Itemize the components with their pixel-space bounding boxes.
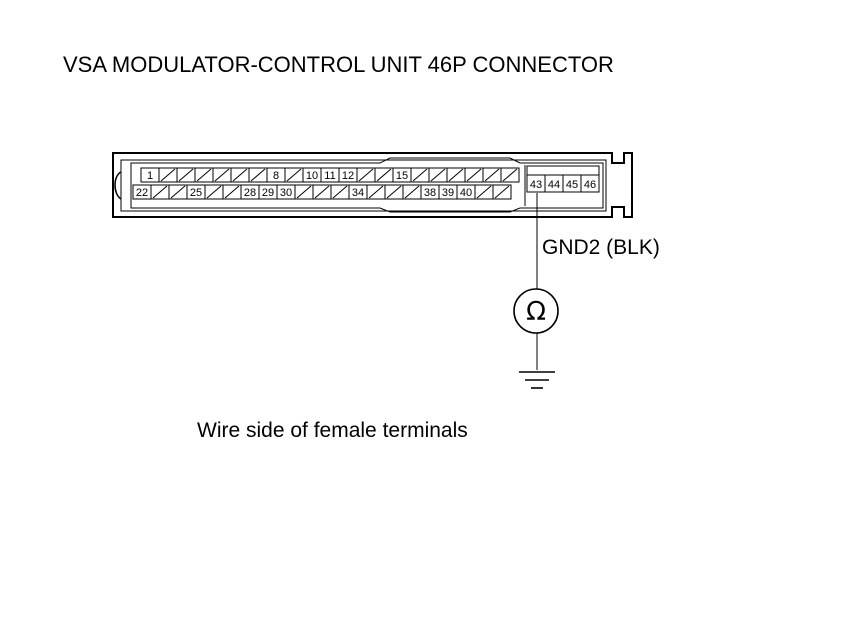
terminal-cavity-empty xyxy=(356,167,376,183)
terminal-28: 28 xyxy=(240,184,260,200)
terminal-cavity-empty xyxy=(374,167,394,183)
terminal-12: 12 xyxy=(338,167,358,183)
terminal-15: 15 xyxy=(392,167,412,183)
connector-bottom-row: 22 25 28 29 30 34 38 39 40 xyxy=(132,184,512,200)
terminal-number: 44 xyxy=(548,179,560,191)
terminal-cavity-empty xyxy=(482,167,502,183)
terminal-cavity-empty xyxy=(464,167,484,183)
connector-top-row: 1 8 10 11 12 15 xyxy=(140,167,520,183)
terminal-29: 29 xyxy=(258,184,278,200)
ohmmeter-symbol: Ω xyxy=(526,297,546,327)
connector-right-block: 43 44 45 46 xyxy=(526,165,600,193)
terminal-number: 43 xyxy=(530,179,542,191)
terminal-number: 25 xyxy=(190,187,202,199)
terminal-39: 39 xyxy=(438,184,458,200)
terminal-cavity-empty xyxy=(158,167,178,183)
terminal-1: 1 xyxy=(140,167,160,183)
terminal-cavity-empty xyxy=(446,167,466,183)
terminal-number: 1 xyxy=(147,170,153,182)
terminal-34: 34 xyxy=(348,184,368,200)
terminal-cavity-empty xyxy=(212,167,232,183)
terminal-cavity-empty xyxy=(222,184,242,200)
terminal-22: 22 xyxy=(132,184,152,200)
connector-housing xyxy=(112,152,633,218)
terminal-43: 43 xyxy=(526,174,546,193)
terminal-cavity-empty xyxy=(428,167,448,183)
terminal-number: 45 xyxy=(566,179,578,191)
terminal-46: 46 xyxy=(580,174,600,193)
terminal-38: 38 xyxy=(420,184,440,200)
terminal-11: 11 xyxy=(320,167,340,183)
diagram-title: VSA MODULATOR-CONTROL UNIT 46P CONNECTOR xyxy=(63,52,614,77)
terminal-number: 11 xyxy=(324,170,335,182)
terminal-cavity-empty xyxy=(294,184,314,200)
terminal-number: 29 xyxy=(262,187,274,199)
terminal-25: 25 xyxy=(186,184,206,200)
terminal-44: 44 xyxy=(544,174,564,193)
terminal-cavity-empty xyxy=(150,184,170,200)
terminal-cavity-empty xyxy=(248,167,268,183)
terminal-number: 34 xyxy=(352,187,364,199)
terminal-number: 39 xyxy=(442,187,454,199)
terminal-cavity-empty xyxy=(402,184,422,200)
terminal-30: 30 xyxy=(276,184,296,200)
terminal-45: 45 xyxy=(562,174,582,193)
terminal-cavity-empty xyxy=(410,167,430,183)
terminal-cavity-empty xyxy=(366,184,386,200)
terminal-number: 28 xyxy=(244,187,256,199)
terminal-cavity-empty xyxy=(500,167,520,183)
terminal-number: 12 xyxy=(342,170,354,182)
terminal-cavity-empty xyxy=(384,184,404,200)
terminal-8: 8 xyxy=(266,167,286,183)
terminal-number: 40 xyxy=(460,187,472,199)
terminal-cavity-empty xyxy=(312,184,332,200)
right-block-header xyxy=(526,165,600,176)
terminal-cavity-empty xyxy=(284,167,304,183)
terminal-40: 40 xyxy=(456,184,476,200)
terminal-number: 30 xyxy=(280,187,292,199)
terminal-cavity-empty xyxy=(330,184,350,200)
ohmmeter-icon: Ω xyxy=(513,288,559,334)
terminal-cavity-empty xyxy=(230,167,250,183)
diagram-caption: Wire side of female terminals xyxy=(197,419,468,442)
wire-label: GND2 (BLK) xyxy=(542,236,660,259)
terminal-cavity-empty xyxy=(168,184,188,200)
terminal-cavity-empty xyxy=(492,184,512,200)
terminal-number: 46 xyxy=(584,179,596,191)
ground-icon xyxy=(519,371,555,389)
terminal-number: 22 xyxy=(136,187,148,199)
terminal-10: 10 xyxy=(302,167,322,183)
terminal-cavity-empty xyxy=(474,184,494,200)
terminal-number: 15 xyxy=(396,170,408,182)
terminal-number: 10 xyxy=(306,170,318,182)
terminal-number: 38 xyxy=(424,187,436,199)
terminal-cavity-empty xyxy=(176,167,196,183)
terminal-number: 8 xyxy=(273,170,279,182)
terminal-cavity-empty xyxy=(194,167,214,183)
terminal-cavity-empty xyxy=(204,184,224,200)
